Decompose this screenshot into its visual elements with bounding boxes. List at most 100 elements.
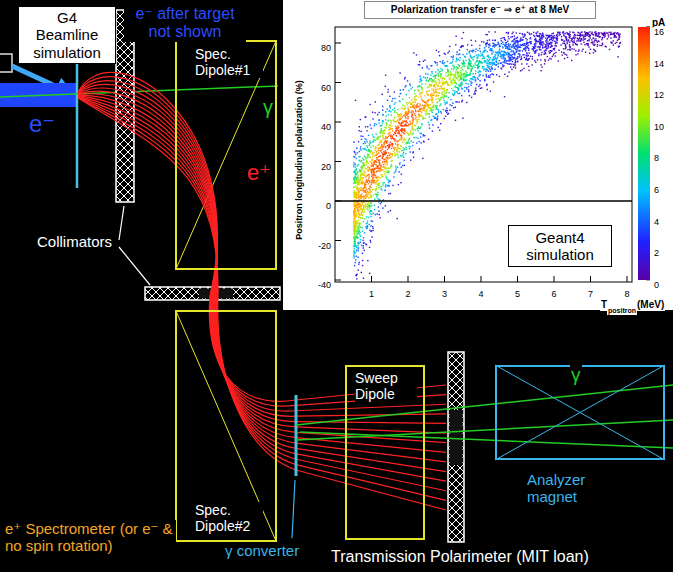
scatter-point [456, 72, 457, 73]
scatter-point [565, 45, 566, 46]
scatter-point [495, 57, 496, 58]
scatter-point [539, 49, 540, 50]
scatter-point [422, 87, 423, 88]
scatter-point [597, 44, 598, 45]
scatter-point [536, 33, 537, 34]
scatter-point [443, 100, 444, 101]
scatter-point [382, 133, 383, 134]
scatter-point [373, 141, 374, 142]
scatter-point [364, 149, 365, 150]
scatter-point [355, 230, 356, 231]
scatter-point [408, 142, 409, 143]
scatter-point [577, 53, 578, 54]
scatter-point [569, 49, 570, 50]
scatter-point [504, 39, 505, 40]
scatter-point [521, 44, 522, 45]
scatter-point [589, 53, 590, 54]
scatter-point [372, 174, 373, 175]
scatter-point [394, 139, 395, 140]
scatter-point [478, 72, 479, 73]
scatter-point [424, 77, 425, 78]
scatter-point [524, 48, 525, 49]
scatter-point [425, 73, 426, 74]
scatter-point [359, 179, 360, 180]
scatter-point [424, 95, 425, 96]
scatter-point [514, 38, 515, 39]
scatter-point [408, 123, 409, 124]
scatter-point [440, 76, 441, 77]
scatter-point [355, 174, 356, 175]
scatter-point [367, 206, 368, 207]
scatter-point [572, 37, 573, 38]
scatter-point [494, 46, 495, 47]
scatter-point [392, 153, 393, 154]
scatter-point [389, 105, 390, 106]
scatter-point [355, 206, 356, 207]
scatter-point [423, 141, 424, 142]
scatter-point [390, 193, 391, 194]
scatter-point [440, 86, 441, 87]
scatter-point [562, 43, 563, 44]
scatter-point [466, 102, 467, 103]
scatter-point [383, 159, 384, 160]
scatter-point [467, 49, 468, 50]
scatter-point [441, 69, 442, 70]
scatter-point [465, 76, 466, 77]
scatter-point [370, 210, 371, 211]
scatter-point [440, 103, 441, 104]
scatter-point [353, 226, 354, 227]
scatter-point [458, 88, 459, 89]
scatter-point [469, 75, 470, 76]
scatter-point [450, 62, 451, 63]
scatter-point [356, 223, 357, 224]
scatter-point [376, 155, 377, 156]
scatter-point [395, 153, 396, 154]
scatter-point [355, 216, 356, 217]
scatter-point [412, 119, 413, 120]
scatter-point [472, 73, 473, 74]
scatter-point [418, 111, 419, 112]
scatter-point [596, 34, 597, 35]
scatter-point [367, 141, 368, 142]
scatter-point [474, 63, 475, 64]
scatter-point [411, 111, 412, 112]
scatter-point [363, 181, 364, 182]
scatter-point [432, 124, 433, 125]
scatter-point [451, 88, 452, 89]
scatter-point [357, 226, 358, 227]
scatter-point [370, 194, 371, 195]
scatter-point [526, 46, 527, 47]
scatter-point [618, 35, 619, 36]
scatter-point [511, 46, 512, 47]
scatter-point [449, 46, 450, 47]
scatter-point [377, 114, 378, 115]
scatter-point [535, 46, 536, 47]
scatter-point [542, 47, 543, 48]
scatter-point [570, 46, 571, 47]
scatter-point [380, 168, 381, 169]
scatter-point [353, 162, 354, 163]
scatter-point [361, 205, 362, 206]
scatter-point [458, 80, 459, 81]
scatter-point [401, 124, 402, 125]
scatter-point [469, 64, 470, 65]
scatter-point [541, 54, 542, 55]
scatter-point [410, 131, 411, 132]
scatter-point [355, 259, 356, 260]
scatter-point [404, 130, 405, 131]
scatter-point [386, 122, 387, 123]
scatter-point [456, 67, 457, 68]
collimator [448, 352, 464, 542]
scatter-point [428, 105, 429, 106]
scatter-point [353, 156, 354, 157]
scatter-point [377, 176, 378, 177]
scatter-point [435, 62, 436, 63]
scatter-point [593, 52, 594, 53]
scatter-point [388, 114, 389, 115]
scatter-point [370, 169, 371, 170]
scatter-point [452, 79, 453, 80]
scatter-point [399, 72, 400, 73]
scatter-point [564, 54, 565, 55]
scatter-point [448, 97, 449, 98]
scatter-point [507, 47, 508, 48]
